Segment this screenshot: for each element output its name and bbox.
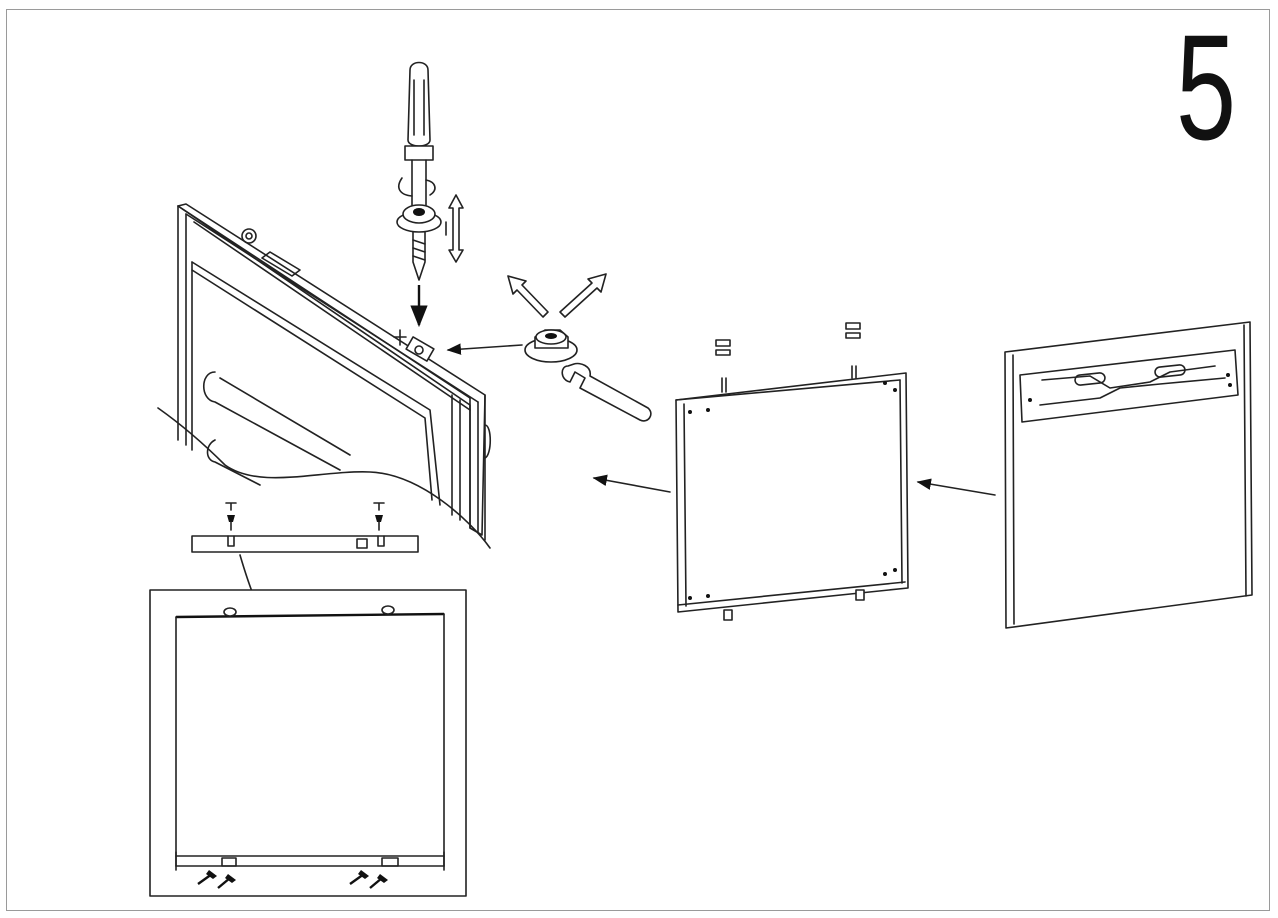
inner-door-panel bbox=[675, 322, 909, 621]
front-view-box bbox=[149, 589, 467, 897]
panel-arrow-left bbox=[592, 474, 671, 493]
decor-panel bbox=[1004, 321, 1253, 629]
nut-arrow bbox=[446, 343, 523, 355]
wrench-icon bbox=[561, 362, 652, 422]
mounting-strip bbox=[191, 535, 419, 553]
bottom-screws bbox=[197, 870, 388, 889]
screw-icon bbox=[225, 502, 385, 531]
hex-nut-icon bbox=[524, 329, 578, 363]
panel-arrow-right bbox=[916, 478, 996, 496]
screwdriver-icon bbox=[396, 61, 464, 281]
dishwasher-body bbox=[157, 203, 492, 549]
expand-arrows bbox=[507, 273, 607, 318]
step-number: 5 bbox=[1176, 3, 1237, 171]
